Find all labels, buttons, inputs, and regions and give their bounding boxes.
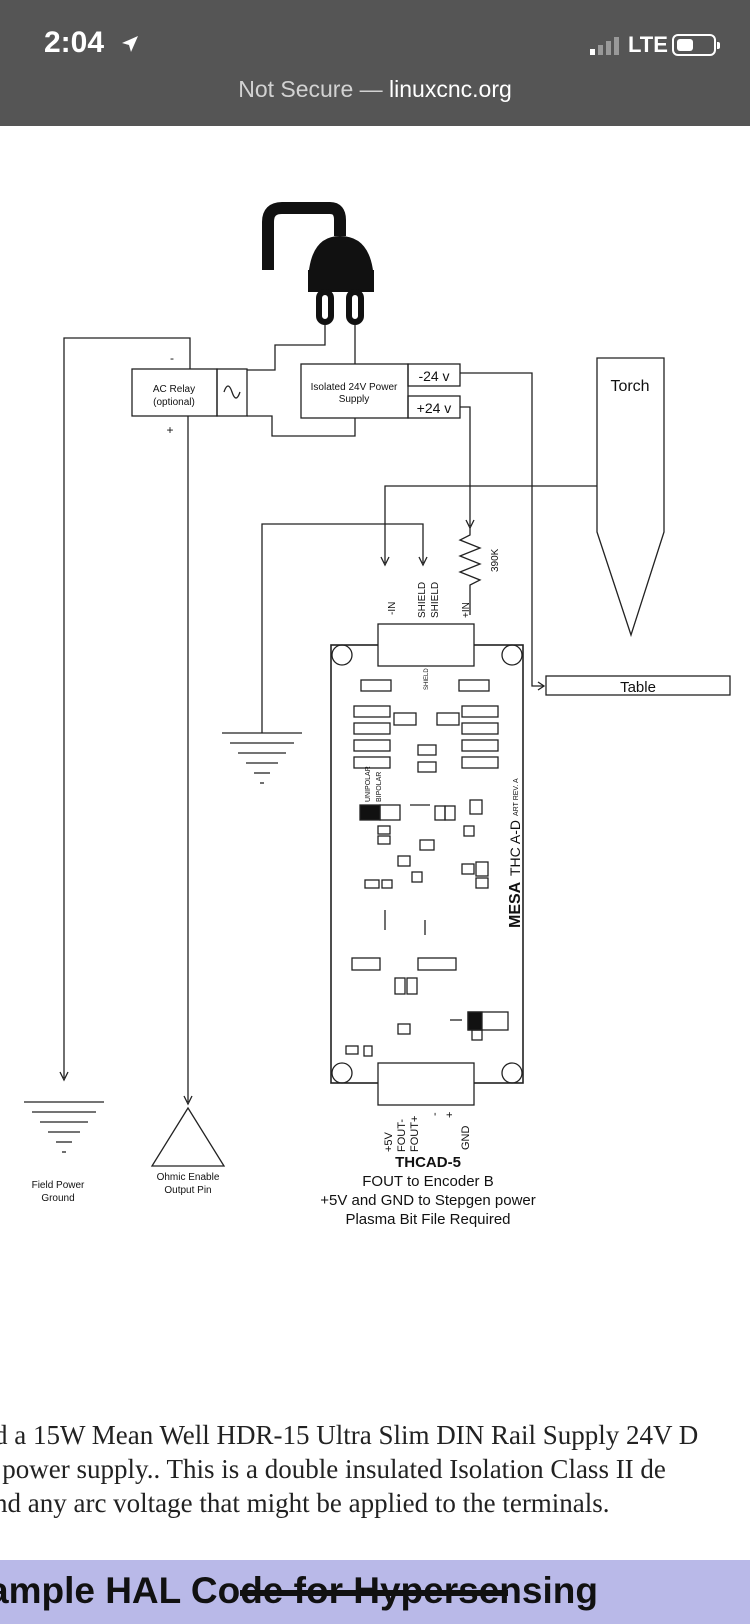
section-header: ample HAL Code for Hypersensing — [0, 1560, 750, 1624]
pin-dash-label: - — [429, 1112, 441, 1116]
caption-line1: FOUT to Encoder B — [362, 1173, 493, 1190]
ohmic-label-line2: Output Pin — [164, 1185, 211, 1196]
relay-plus-label: + — [166, 423, 173, 437]
ac-relay-label: AC Relay — [153, 384, 195, 395]
caption-title: THCAD-5 — [395, 1154, 461, 1171]
ohmic-enable-triangle — [150, 1106, 226, 1167]
board-shield-label: SHIELD — [424, 668, 430, 690]
psu-label-line1: Isolated 24V Power — [311, 382, 398, 393]
plus-24v-label: +24 v — [417, 400, 452, 416]
pin-fout-minus-label: FOUT- — [396, 1119, 408, 1152]
caption-line2: +5V and GND to Stepgen power — [320, 1192, 536, 1209]
url-host: linuxcnc.org — [389, 76, 512, 102]
field-ground-symbol — [24, 1101, 104, 1153]
psu-label-line2: Supply — [339, 394, 370, 405]
pin-fout-plus-label: FOUT+ — [409, 1116, 421, 1152]
board-model-label: THC A-D — [507, 820, 523, 876]
pin-plus-label: + — [444, 1112, 456, 1118]
strike-mark — [240, 1590, 508, 1596]
ac-relay-sublabel: (optional) — [153, 397, 195, 408]
resistor-symbol — [458, 528, 482, 615]
table-box — [545, 675, 731, 696]
board-bipolar-label: BIPOLAR — [376, 772, 383, 802]
pin-gnd-label: GND — [460, 1126, 472, 1151]
wiring-diagram: AC Relay (optional) - + Isolated 24V Pow… — [24, 202, 731, 1228]
pin-5v-label: +5V — [383, 1131, 395, 1152]
status-time: 2:04 — [44, 26, 105, 59]
torch-shape — [596, 357, 665, 638]
url-separator: — — [353, 76, 390, 102]
status-bar: 2:04 LTE Not Secure — linuxcnc.org — [0, 0, 750, 126]
field-ground-label-line2: Ground — [41, 1193, 74, 1204]
pin-shield2-label: SHIELD — [430, 582, 441, 618]
ohmic-label-line1: Ohmic Enable — [157, 1172, 220, 1183]
pin-in-plus-label: +IN — [461, 602, 472, 618]
field-ground-label-line1: Field Power — [32, 1180, 85, 1191]
board-unipolar-label: UNIPOLAR — [365, 766, 372, 802]
article-line-1: ed a 15W Mean Well HDR-15 Ultra Slim DIN… — [0, 1420, 699, 1450]
shield-ground-symbol — [222, 732, 302, 784]
pin-in-minus-label: -IN — [387, 602, 398, 615]
board-brand-label: MESA — [507, 881, 524, 928]
network-type: LTE — [628, 32, 668, 57]
power-plug-icon — [262, 202, 374, 325]
pin-shield1-label: SHIELD — [417, 582, 428, 618]
thcad-board — [330, 623, 524, 1106]
article-line-2: d power supply.. This is a double insula… — [0, 1454, 666, 1484]
minus-24v-label: -24 v — [418, 368, 449, 384]
caption-line3: Plasma Bit File Required — [345, 1211, 510, 1228]
signal-bars-icon — [590, 37, 619, 55]
board-rev-label: ART REV. A — [513, 778, 520, 816]
resistor-value-label: 390K — [490, 548, 501, 572]
torch-label: Torch — [610, 378, 649, 395]
article-line-3: and any arc voltage that might be applie… — [0, 1488, 610, 1518]
security-label: Not Secure — [238, 76, 354, 102]
article-paragraph: ed a 15W Mean Well HDR-15 Ultra Slim DIN… — [0, 1418, 750, 1520]
location-arrow-icon — [122, 36, 138, 52]
address-bar[interactable]: Not Secure — linuxcnc.org — [0, 76, 750, 103]
table-label: Table — [620, 679, 656, 696]
relay-minus-label: - — [170, 351, 174, 365]
battery-icon — [672, 34, 720, 56]
